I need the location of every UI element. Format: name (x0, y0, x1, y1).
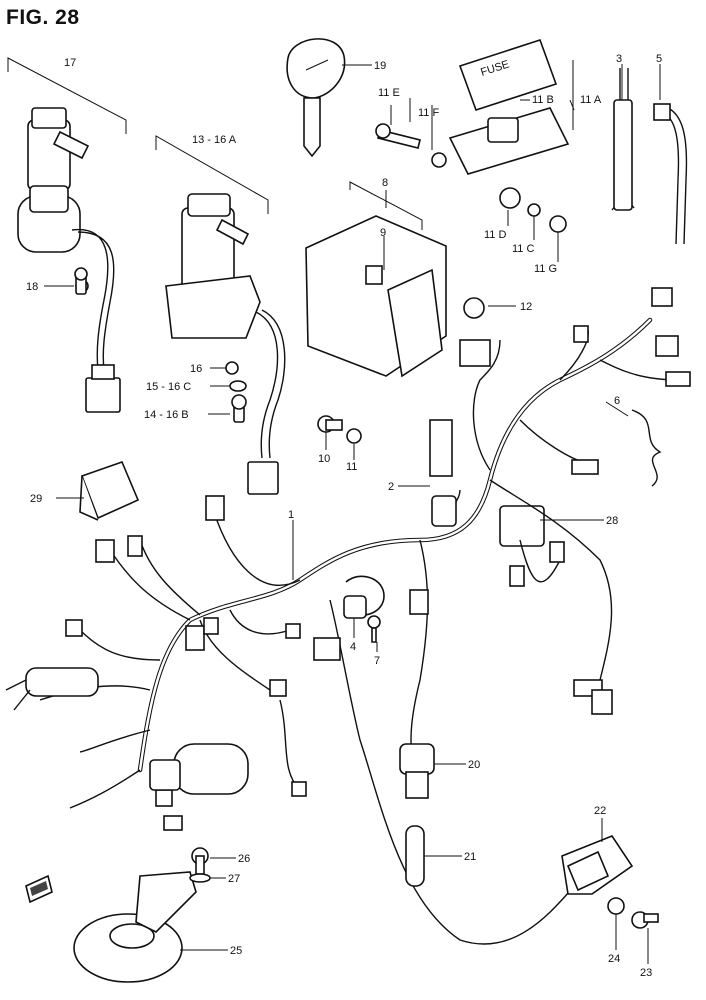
callout-11: 11 (346, 461, 357, 473)
callout-17: 17 (64, 57, 76, 69)
callout-21: 21 (464, 851, 476, 863)
rectifier-left (5, 667, 99, 711)
grommet-10 (317, 415, 343, 433)
callout-20: 20 (468, 759, 480, 771)
callout-11d: 11 D (484, 229, 506, 241)
leader-lines (44, 60, 661, 964)
screw-18 (74, 267, 88, 295)
callout-22: 22 (594, 805, 606, 817)
relay-29 (79, 460, 140, 521)
washer-24 (607, 897, 625, 915)
relay-12 (459, 297, 491, 367)
ignition-switch-17 (7, 57, 127, 413)
main-wiring-harness-1 (39, 317, 681, 945)
key-19 (286, 38, 346, 158)
front-arrow-icon (25, 874, 53, 904)
ignition-switch-13-16a (155, 135, 286, 495)
cable-5 (653, 103, 688, 245)
callout-1: 1 (288, 509, 294, 521)
callout-24: 24 (608, 953, 620, 965)
clamp-6 (631, 409, 662, 487)
clamp-4 (343, 575, 385, 619)
callout-26: 26 (238, 853, 250, 865)
sensor-20 (399, 743, 435, 799)
callout-3: 3 (616, 53, 622, 65)
cable-3 (611, 68, 635, 211)
callout-5: 5 (656, 53, 662, 65)
callout-7: 7 (374, 655, 380, 667)
callout-10: 10 (318, 453, 330, 465)
callout-15-16c: 15 - 16 C (146, 381, 191, 393)
bolt-26 (191, 847, 209, 875)
callout-9: 9 (380, 227, 386, 239)
callout-labels: 17 13 - 16 A 18 16 15 - 16 C 14 - 16 B 1… (26, 53, 662, 979)
callout-11b: 11 B (532, 94, 554, 106)
ignition-coil-bundle (149, 743, 249, 795)
callout-16: 16 (190, 363, 202, 375)
callout-11c: 11 C (512, 243, 534, 255)
callout-2: 2 (388, 481, 394, 493)
washer-27 (189, 873, 211, 883)
fuse-box-fasteners (375, 123, 567, 233)
screw-7 (367, 615, 381, 643)
callout-11f: 11 F (418, 107, 439, 119)
clip-11 (346, 428, 362, 444)
horn-25 (73, 871, 197, 983)
fasteners-16 (225, 361, 247, 423)
callout-11e: 11 E (378, 87, 400, 99)
switch-22 (561, 835, 634, 895)
callout-25: 25 (230, 945, 242, 957)
bolt-23 (631, 911, 659, 929)
callout-6: 6 (614, 395, 620, 407)
callout-12: 12 (520, 301, 532, 313)
fuse-box-11a: FUSE (448, 39, 570, 175)
callout-13-16a: 13 - 16 A (192, 134, 237, 146)
harness-connectors (65, 287, 691, 831)
callout-4: 4 (350, 641, 356, 653)
callout-27: 27 (228, 873, 240, 885)
callout-14-16b: 14 - 16 B (144, 409, 189, 421)
callout-23: 23 (640, 967, 652, 979)
relay-28 (499, 505, 545, 547)
callout-18: 18 (26, 281, 38, 293)
callout-29: 29 (30, 493, 42, 505)
control-unit-8 (305, 181, 447, 378)
sensor-21 (405, 825, 425, 887)
callout-19: 19 (374, 60, 386, 72)
callout-11g: 11 G (534, 263, 557, 275)
callout-8: 8 (382, 177, 388, 189)
callout-28: 28 (606, 515, 618, 527)
callout-11a: 11 A (580, 94, 602, 106)
figure-title: FIG. 28 (6, 6, 80, 29)
